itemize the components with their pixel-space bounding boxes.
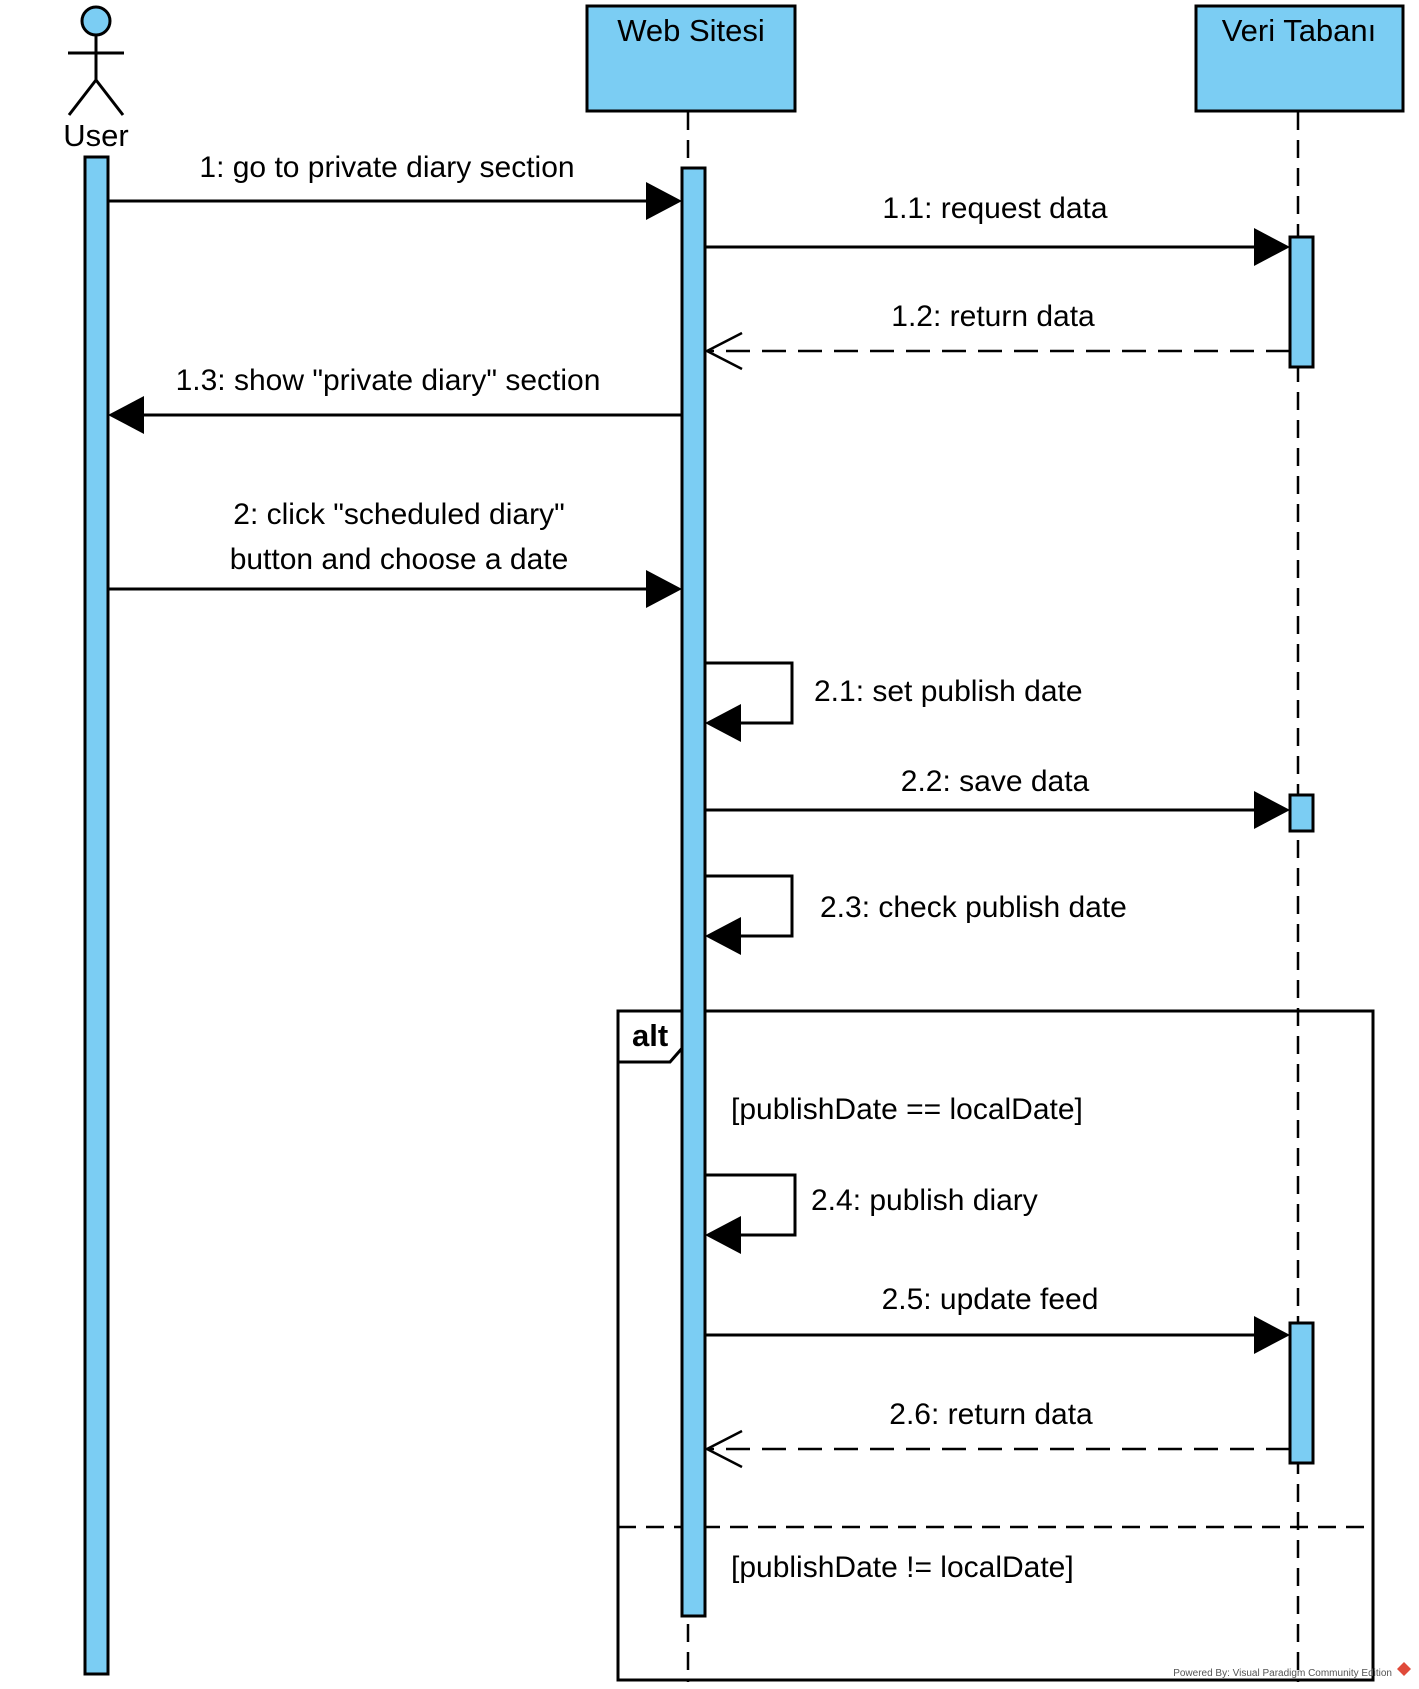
message-2-label-line1: 2: click "scheduled diary" xyxy=(233,498,564,531)
activation-user xyxy=(83,155,110,1676)
message-2-3-label: 2.3: check publish date xyxy=(820,891,1127,924)
message-2-6-label: 2.6: return data xyxy=(889,1398,1093,1431)
alt-operator: alt xyxy=(632,1018,668,1053)
message-2-4-label: 2.4: publish diary xyxy=(811,1184,1038,1217)
participant-web[interactable]: Web Sitesi xyxy=(585,4,797,113)
activation-web xyxy=(680,166,707,1618)
message-1-3[interactable]: 1.3: show "private diary" section xyxy=(108,364,682,434)
message-2-1-label: 2.1: set publish date xyxy=(814,675,1083,708)
message-2-4[interactable]: 2.4: publish diary xyxy=(705,1173,1038,1254)
message-2-1[interactable]: 2.1: set publish date xyxy=(705,661,1083,742)
actor-user[interactable]: User xyxy=(63,5,129,153)
message-1-2[interactable]: 1.2: return data xyxy=(704,300,1290,371)
message-1-1-label: 1.1: request data xyxy=(882,192,1107,225)
message-1-2-label: 1.2: return data xyxy=(891,300,1095,333)
message-2[interactable]: 2: click "scheduled diary" button and ch… xyxy=(108,498,682,608)
activation-db-3 xyxy=(1288,1321,1315,1465)
message-2-5-label: 2.5: update feed xyxy=(882,1283,1099,1316)
guard-1: [publishDate == localDate] xyxy=(731,1093,1083,1126)
message-1[interactable]: 1: go to private diary section xyxy=(108,151,682,220)
message-1-3-label: 1.3: show "private diary" section xyxy=(176,364,601,397)
activation-db-1 xyxy=(1288,235,1315,369)
participant-db-label: Veri Tabanı xyxy=(1222,13,1377,48)
message-1-1[interactable]: 1.1: request data xyxy=(705,192,1290,266)
message-2-5[interactable]: 2.5: update feed xyxy=(705,1283,1290,1354)
guard-2: [publishDate != localDate] xyxy=(731,1551,1074,1584)
participant-web-label: Web Sitesi xyxy=(617,13,765,48)
message-2-2[interactable]: 2.2: save data xyxy=(705,765,1290,829)
watermark-text: Powered By: Visual Paradigm Community Ed… xyxy=(1173,1668,1392,1679)
alt-fragment: alt [publishDate == localDate] [publishD… xyxy=(616,1009,1375,1682)
message-2-2-label: 2.2: save data xyxy=(901,765,1090,798)
message-2-label-line2: button and choose a date xyxy=(230,543,569,576)
actor-icon xyxy=(80,5,112,37)
watermark: Powered By: Visual Paradigm Community Ed… xyxy=(1173,1662,1411,1679)
activation-db-2 xyxy=(1288,793,1315,833)
visual-paradigm-logo-icon xyxy=(1397,1662,1411,1676)
message-2-6[interactable]: 2.6: return data xyxy=(704,1398,1290,1469)
message-2-3[interactable]: 2.3: check publish date xyxy=(705,874,1127,955)
actor-label: User xyxy=(63,118,128,153)
participant-db[interactable]: Veri Tabanı xyxy=(1194,4,1405,113)
message-1-label: 1: go to private diary section xyxy=(199,151,574,184)
